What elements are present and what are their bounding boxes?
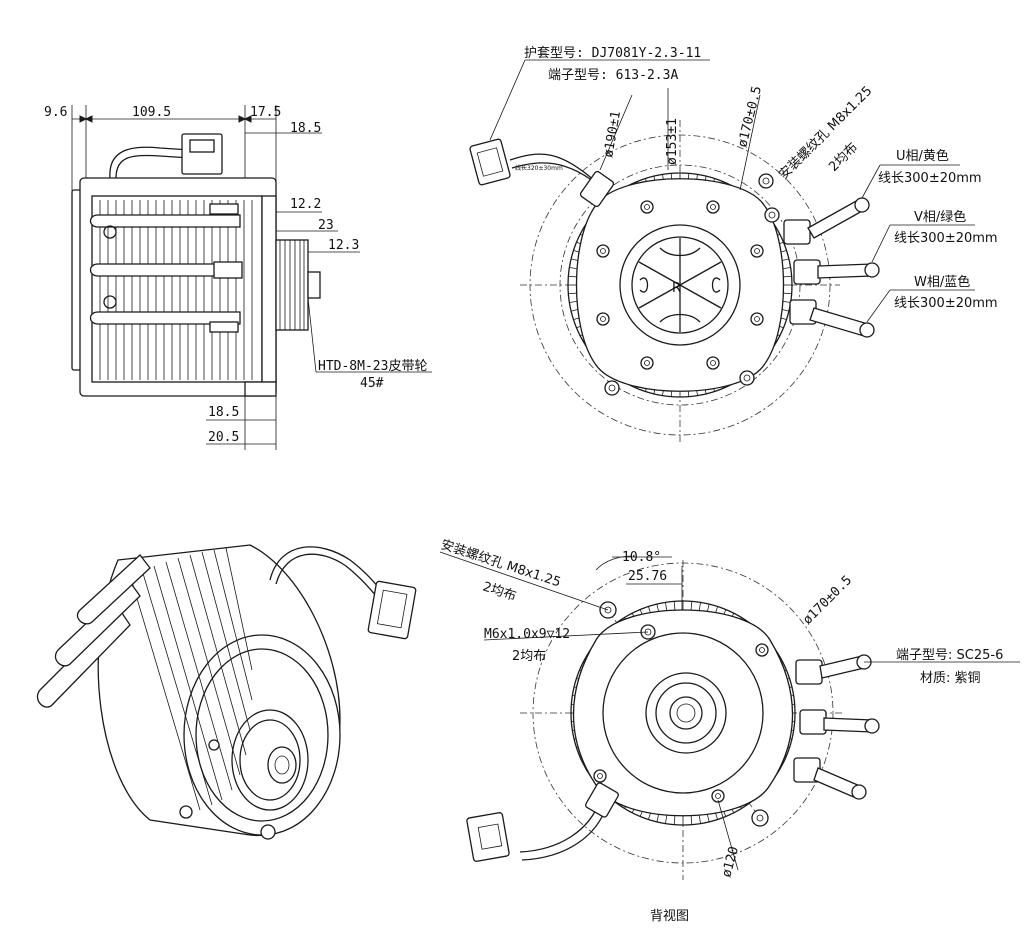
u-length-label: 线长300±20mm <box>878 171 982 186</box>
dia-170-label: ø170±0.5 <box>735 85 765 149</box>
dim-17-5: 17.5 <box>250 105 281 120</box>
dim-23: 23 <box>318 218 334 233</box>
dia-120-label: ø120 <box>719 845 742 879</box>
material-label: 材质: 紫铜 <box>920 671 981 686</box>
dia-190-label: ø190±1 <box>601 110 624 159</box>
gear-tooth <box>568 275 578 278</box>
mount-hole-label: 安装螺纹孔 M8x1.25 <box>776 84 875 183</box>
gear-tooth <box>568 292 578 295</box>
dim-12-2: 12.2 <box>290 197 321 212</box>
front-bolts <box>596 173 780 396</box>
back-mount-hole-count: 2均布 <box>481 580 518 605</box>
gear-tooth <box>782 275 792 278</box>
w-length-label: 线长300±20mm <box>894 296 998 311</box>
v-length-label: 线长300±20mm <box>894 231 998 246</box>
front-view: R 线长320±30mm <box>469 45 998 445</box>
pulley-model-label: HTD-8M-23皮带轮 <box>318 359 427 374</box>
w-phase-label: W相/蓝色 <box>914 274 970 290</box>
iso-fins <box>129 547 253 811</box>
terminal-model-label: 端子型号: 613-2.3A <box>548 68 678 83</box>
rotor-logo: R <box>672 281 681 296</box>
back-terminal-model-label: 端子型号: SC25-6 <box>896 648 1003 663</box>
pulley-number-label: 45# <box>360 376 384 391</box>
u-phase-label: U相/黄色 <box>896 148 949 164</box>
back-dia-170-label: ø170±0.5 <box>800 573 855 628</box>
dim-12-3: 12.3 <box>328 238 359 253</box>
back-bolts <box>593 601 769 827</box>
m6-hole-label: M6x1.0x9▽12 <box>484 627 570 642</box>
dim-25-76: 25.76 <box>628 569 667 584</box>
v-phase-label: V相/绿色 <box>914 209 966 225</box>
gear-tooth <box>690 814 693 825</box>
cooling-fins <box>99 200 253 380</box>
gear-tooth <box>673 814 676 825</box>
sheath-model-label: 护套型号: DJ7081Y-2.3-11 <box>524 45 701 61</box>
dim-109-5: 109.5 <box>132 105 171 120</box>
gear-tooth <box>782 292 792 295</box>
isometric-view <box>36 544 417 840</box>
side-view: 9.6 109.5 17.5 18.5 12.2 23 12.3 <box>44 105 432 450</box>
dim-18-5-top: 18.5 <box>290 121 321 136</box>
front-phase-leads <box>783 197 880 338</box>
dim-18-5-bottom: 18.5 <box>208 405 239 420</box>
back-phase-leads <box>793 654 880 800</box>
cable-length-small: 线长320±30mm <box>515 164 563 172</box>
m6-hole-count: 2均布 <box>512 649 546 664</box>
rotor-spokes: R <box>638 238 722 332</box>
pulley-teeth <box>279 240 305 330</box>
mount-hole-count: 2均布 <box>826 140 861 175</box>
dim-9-6: 9.6 <box>44 105 67 120</box>
dim-20-5: 20.5 <box>208 430 239 445</box>
back-view: 安装螺纹孔 M8x1.25 2均布 10.8° 25.76 M6x1.0x9▽1… <box>439 538 1020 924</box>
back-view-caption: 背视图 <box>650 909 689 924</box>
back-mount-hole-label: 安装螺纹孔 M8x1.25 <box>439 538 563 591</box>
angle-label: 10.8° <box>622 550 661 565</box>
dia-153-label: ø153±1 <box>665 118 680 165</box>
